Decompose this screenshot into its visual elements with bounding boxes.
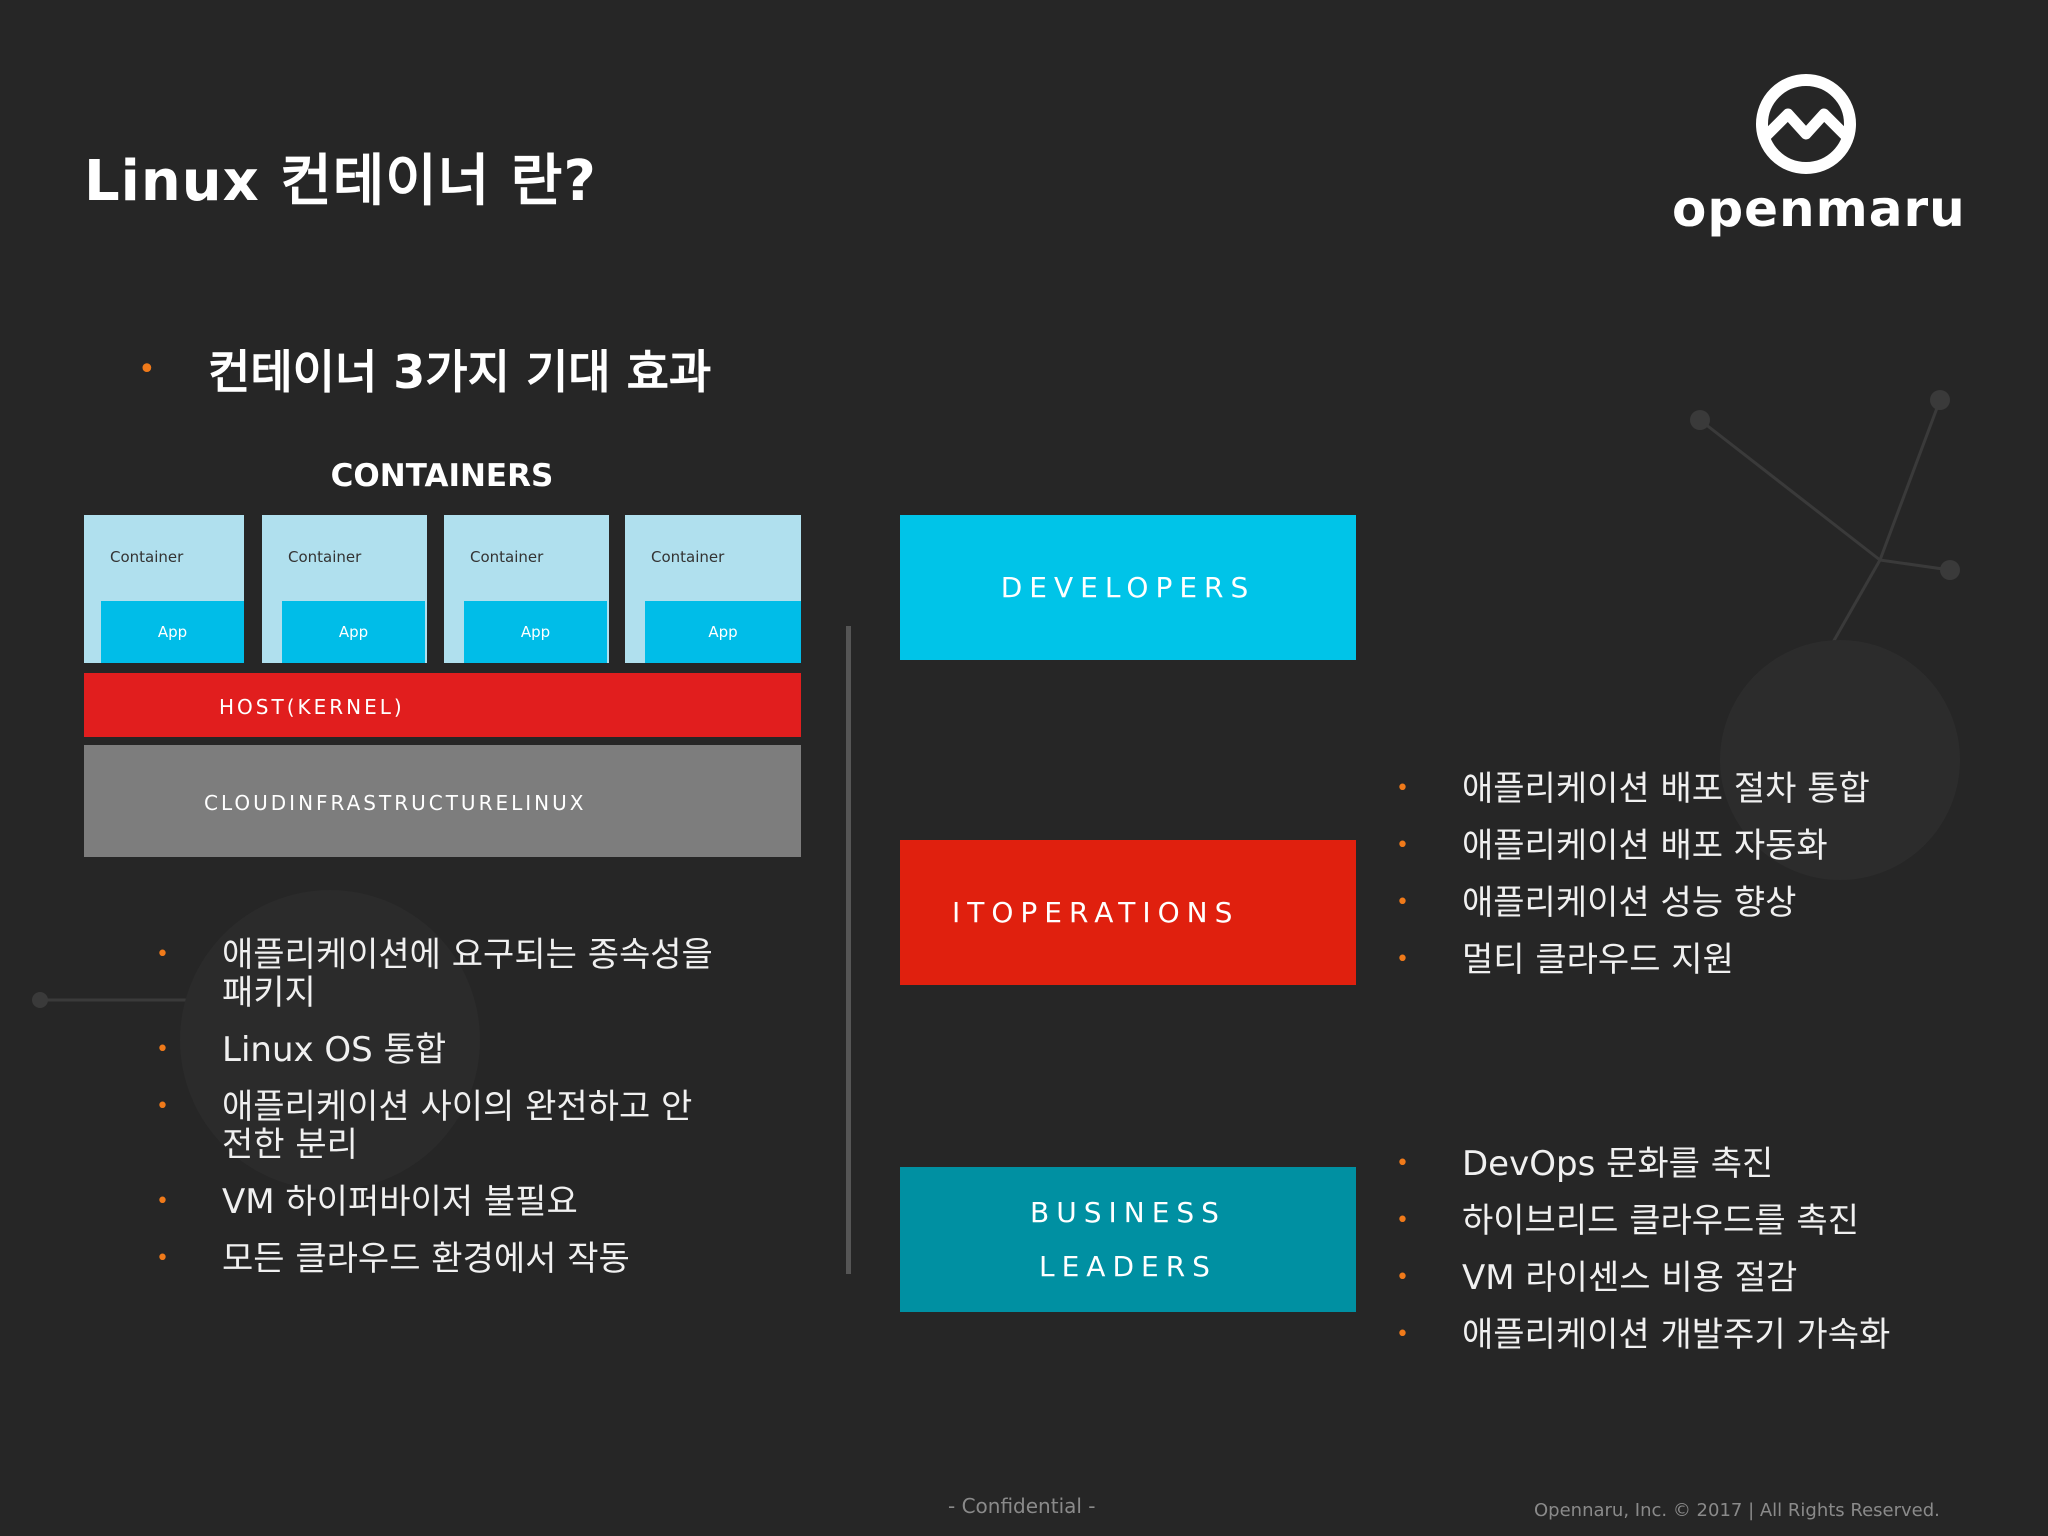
- list-item: • 애플리케이션 배포 절차 통합: [1396, 770, 2036, 808]
- bullet-icon: •: [138, 351, 156, 387]
- list-item-text: 모든 클라우드 환경에서 작동: [222, 1239, 630, 1279]
- list-item: • 하이브리드 클라우드를 촉진: [1396, 1202, 2036, 1240]
- list-item: • 애플리케이션 사이의 완전하고 안전한 분리: [156, 1088, 716, 1164]
- list-item: • Linux OS 통합: [156, 1031, 716, 1069]
- vertical-divider: [846, 626, 851, 1274]
- main-bullet-text: 컨테이너 3가지 기대 효과: [208, 345, 712, 399]
- app-block: App: [464, 601, 607, 663]
- business-benefits-list: • DevOps 문화를 촉진 • 하이브리드 클라우드를 촉진 • VM 라이센스 …: [1396, 1145, 2036, 1373]
- list-item-text: 애플리케이션 성능 향상: [1462, 883, 1797, 923]
- list-item-text: 애플리케이션 배포 절차 통합: [1462, 769, 1870, 809]
- diagram-heading: CONTAINERS: [330, 458, 554, 494]
- bullet-icon: •: [1396, 1151, 1409, 1176]
- business-leaders-label: BUSINESS LEADERS: [1030, 1186, 1226, 1294]
- it-operations-box: ITOPERATIONS: [900, 840, 1356, 985]
- list-item-text: 애플리케이션 개발주기 가속화: [1462, 1315, 1891, 1355]
- list-item-text: VM 라이센스 비용 절감: [1462, 1258, 1798, 1298]
- list-item-text: 애플리케이션 배포 자동화: [1462, 826, 1828, 866]
- business-leaders-box: BUSINESS LEADERS: [900, 1167, 1356, 1312]
- container-block: Container App: [625, 515, 801, 663]
- host-kernel-layer: HOST(KERNEL): [84, 673, 801, 737]
- container-block: Container App: [84, 515, 244, 663]
- it-operations-label: ITOPERATIONS: [952, 895, 1240, 929]
- bullet-icon: •: [1396, 776, 1409, 801]
- list-item-text: DevOps 문화를 촉진: [1462, 1144, 1774, 1184]
- bullet-icon: •: [156, 1246, 169, 1271]
- host-kernel-label: HOST(KERNEL): [219, 695, 405, 719]
- container-block: Container App: [262, 515, 427, 663]
- bullet-icon: •: [1396, 1208, 1409, 1233]
- slide-title: Linux 컨테이너 란?: [84, 149, 597, 214]
- list-item: • VM 하이퍼바이저 불필요: [156, 1183, 716, 1221]
- list-item-text: 애플리케이션 사이의 완전하고 안전한 분리: [222, 1087, 693, 1165]
- confidential-footer: - Confidential -: [948, 1494, 1096, 1518]
- openmaru-logo-icon: [1756, 74, 1856, 174]
- list-item: • 애플리케이션 개발주기 가속화: [1396, 1316, 2036, 1354]
- container-label: Container: [288, 548, 362, 566]
- bullet-icon: •: [1396, 947, 1409, 972]
- bullet-icon: •: [1396, 890, 1409, 915]
- business-label-line1: BUSINESS: [1030, 1195, 1226, 1229]
- list-item: • 모든 클라우드 환경에서 작동: [156, 1240, 716, 1278]
- container-label: Container: [651, 548, 725, 566]
- list-item: • DevOps 문화를 촉진: [1396, 1145, 2036, 1183]
- bullet-icon: •: [1396, 1265, 1409, 1290]
- bullet-icon: •: [156, 1189, 169, 1214]
- container-architecture-diagram: Container App Container App Container Ap…: [84, 515, 801, 857]
- business-label-line2: LEADERS: [1039, 1249, 1217, 1283]
- container-label: Container: [470, 548, 544, 566]
- container-label: Container: [110, 548, 184, 566]
- app-block: App: [101, 601, 244, 663]
- list-item: • 애플리케이션 배포 자동화: [1396, 827, 2036, 865]
- openmaru-logo: openmaru: [1672, 72, 1966, 242]
- container-benefits-list: • 애플리케이션에 요구되는 종속성을 패키지 • Linux OS 통합 • 애플리…: [156, 936, 716, 1297]
- list-item-text: 멀티 클라우드 지원: [1462, 940, 1734, 980]
- list-item: • 애플리케이션에 요구되는 종속성을 패키지: [156, 936, 716, 1012]
- cloud-infrastructure-label: CLOUDINFRASTRUCTURELINUX: [204, 791, 587, 815]
- operations-benefits-list: • 애플리케이션 배포 절차 통합 • 애플리케이션 배포 자동화 • 애플리케이션 …: [1396, 770, 2036, 998]
- list-item: • 멀티 클라우드 지원: [1396, 941, 2036, 979]
- bullet-icon: •: [156, 1094, 169, 1119]
- cloud-infrastructure-layer: CLOUDINFRASTRUCTURELINUX: [84, 745, 801, 857]
- list-item-text: 하이브리드 클라우드를 촉진: [1462, 1201, 1859, 1241]
- app-block: App: [282, 601, 425, 663]
- app-block: App: [645, 601, 801, 663]
- bullet-icon: •: [156, 942, 169, 967]
- developers-label: DEVELOPERS: [1000, 570, 1256, 604]
- main-bullet: • 컨테이너 3가지 기대 효과: [138, 336, 711, 402]
- logo-wordmark: openmaru: [1672, 180, 1966, 238]
- list-item-text: VM 하이퍼바이저 불필요: [222, 1182, 578, 1222]
- copyright-footer: Opennaru, Inc. © 2017 | All Rights Reser…: [1534, 1500, 1940, 1521]
- developers-box: DEVELOPERS: [900, 515, 1356, 660]
- list-item: • 애플리케이션 성능 향상: [1396, 884, 2036, 922]
- container-block: Container App: [444, 515, 609, 663]
- bullet-icon: •: [1396, 1322, 1409, 1347]
- list-item: • VM 라이센스 비용 절감: [1396, 1259, 2036, 1297]
- bullet-icon: •: [156, 1037, 169, 1062]
- list-item-text: Linux OS 통합: [222, 1030, 447, 1070]
- list-item-text: 애플리케이션에 요구되는 종속성을 패키지: [222, 935, 713, 1013]
- bullet-icon: •: [1396, 833, 1409, 858]
